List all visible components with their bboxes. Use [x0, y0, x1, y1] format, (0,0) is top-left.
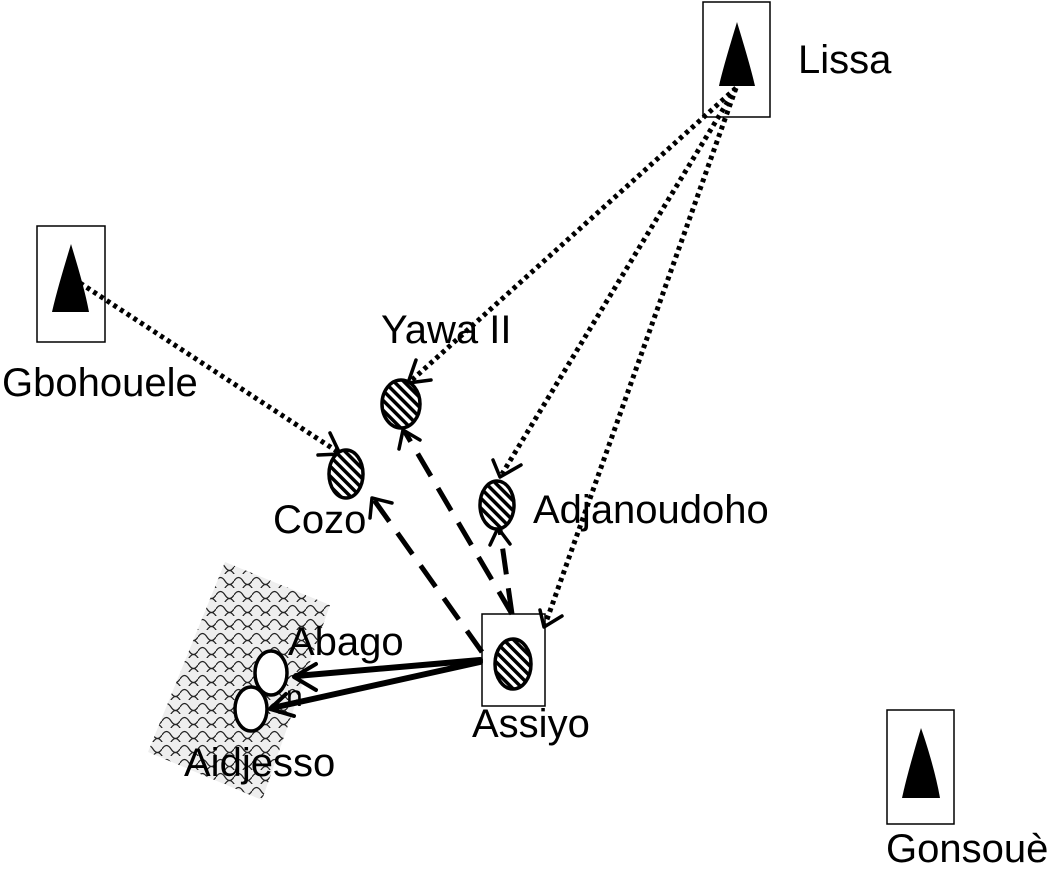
- gonsoue-label: Gonsouè: [886, 827, 1048, 871]
- aidjesso-label: Aidjesso: [184, 741, 335, 785]
- arrowhead: [268, 692, 296, 718]
- gbohouele-label: Gbohouele: [2, 361, 198, 405]
- cozo-label: Cozo: [273, 498, 366, 542]
- arrowhead: [397, 428, 422, 451]
- abago-site-icon: [253, 649, 289, 697]
- dotted-arrow-lissa-to-yawa: [410, 86, 738, 382]
- shaded-settlement-area: [148, 562, 330, 800]
- arrowhead: [491, 458, 523, 479]
- yawa-label: Yawa II: [381, 308, 511, 352]
- solid-arrow-assiyo-to-aidjesso: [269, 659, 483, 711]
- dotted-arrow-lissa-to-assiyo: [542, 87, 739, 626]
- lissa-label: Lissa: [798, 38, 892, 82]
- dotted-arrow-gbohouele-to-cozo: [78, 280, 340, 455]
- aidjesso-site-icon: [233, 685, 269, 733]
- yawa-site-icon: [380, 378, 422, 430]
- adjanoudoho-site-icon: [478, 479, 516, 531]
- arrowhead: [488, 526, 512, 547]
- arrowhead: [368, 496, 394, 520]
- lissa-mountain-icon: [702, 1, 771, 118]
- arrowhead: [538, 608, 564, 629]
- abago-label: Abago: [288, 620, 404, 664]
- dashed-arrow-assiyo-to-adjanoudoho: [497, 529, 515, 615]
- cozo-site-icon: [327, 448, 365, 500]
- assiyo-label: Assiyo: [472, 702, 590, 746]
- gbohouele-mountain-icon: [36, 225, 106, 343]
- solid-arrow-assiyo-to-abago: [293, 657, 483, 679]
- abago-label-fragment: n: [286, 680, 303, 713]
- assiyo-site-icon: [493, 637, 533, 691]
- gonsoue-mountain-icon: [886, 709, 955, 825]
- dotted-arrow-lissa-to-adjanoudoho: [499, 86, 739, 476]
- dashed-arrow-assiyo-to-yawa: [402, 430, 515, 616]
- dashed-arrow-assiyo-to-cozo: [371, 498, 485, 654]
- arrowhead: [292, 662, 318, 692]
- adjanoudoho-label: Adjanoudoho: [533, 488, 769, 532]
